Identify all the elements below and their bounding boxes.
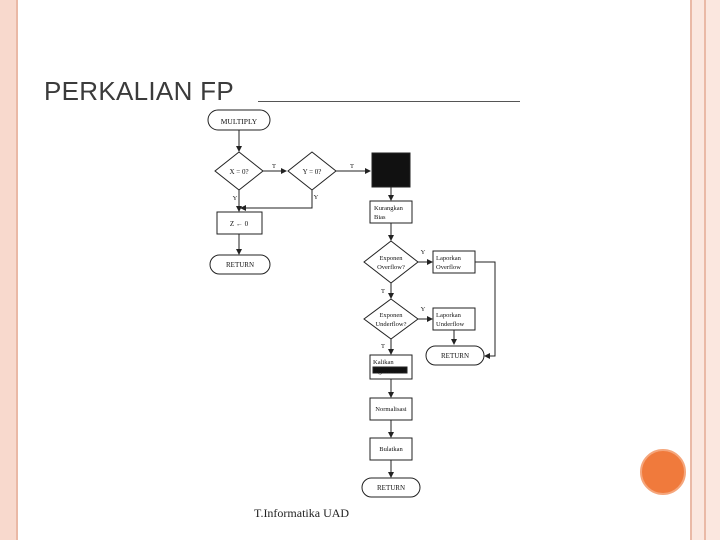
return-bottom-label: RETURN [377,484,405,492]
flowchart-figure: MULTIPLY X = 0? Y = 0? T T Y Y Z ← 0 RET… [195,104,525,504]
exp-underflow-decision [363,298,419,340]
return-right-label: RETURN [441,352,469,360]
multiply-sig-label-1: Kalikan [373,359,394,366]
start-label: MULTIPLY [221,117,258,126]
left-frame-line [16,0,18,540]
exp-overflow-label-2: Overflow? [377,264,405,271]
accent-circle [640,449,686,495]
z-assign-label: Z ← 0 [230,220,249,228]
return-left-label: RETURN [226,261,254,269]
underflow-no-label: T [381,343,385,350]
report-overflow-label-1: Laporkan [436,255,462,262]
underflow-yes-label: Y [421,306,426,313]
subtract-bias-label-2: Bias [374,214,386,221]
exp-underflow-label-1: Exponen [379,312,403,319]
right-frame-line-outer [704,0,706,540]
exp-underflow-label-2: Underflow? [375,321,406,328]
normalize-label: Normalisasi [375,406,407,413]
exp-overflow-decision [363,240,419,284]
return-right-terminal [425,345,485,366]
exp-overflow-label-1: Exponen [379,255,403,262]
cond-x-label: X = 0? [229,168,248,176]
right-frame-line-inner [690,0,692,540]
return-bottom-terminal [361,477,421,498]
return-left-terminal [209,254,271,275]
multiply-sig-label-2: Significand [373,368,404,375]
subtract-bias-label-1: Kurangkan [374,205,404,212]
report-underflow-label-2: Underflow [436,321,464,328]
flowchart-svg: MULTIPLY X = 0? Y = 0? T T Y Y Z ← 0 RET… [207,109,496,498]
add-exponent-box [371,152,411,188]
x-yes-label: Y [233,195,238,202]
y-no-label: T [350,163,354,170]
overflow-no-label: T [381,288,385,295]
slide-footer: T.Informatika UAD [254,506,350,520]
y-yes-label: Y [314,194,319,201]
x-no-label: T [272,163,276,170]
left-frame-band [0,0,18,540]
multiply-significand-highlight [372,366,408,374]
round-label: Bulatkan [379,446,403,453]
report-overflow-label-2: Overflow [436,264,461,271]
report-underflow-label-1: Laporkan [436,312,462,319]
cond-y-label: Y = 0? [303,168,322,176]
overflow-yes-label: Y [421,249,426,256]
title-underline [258,101,520,102]
slide-title: PERKALIAN FP [44,76,234,106]
